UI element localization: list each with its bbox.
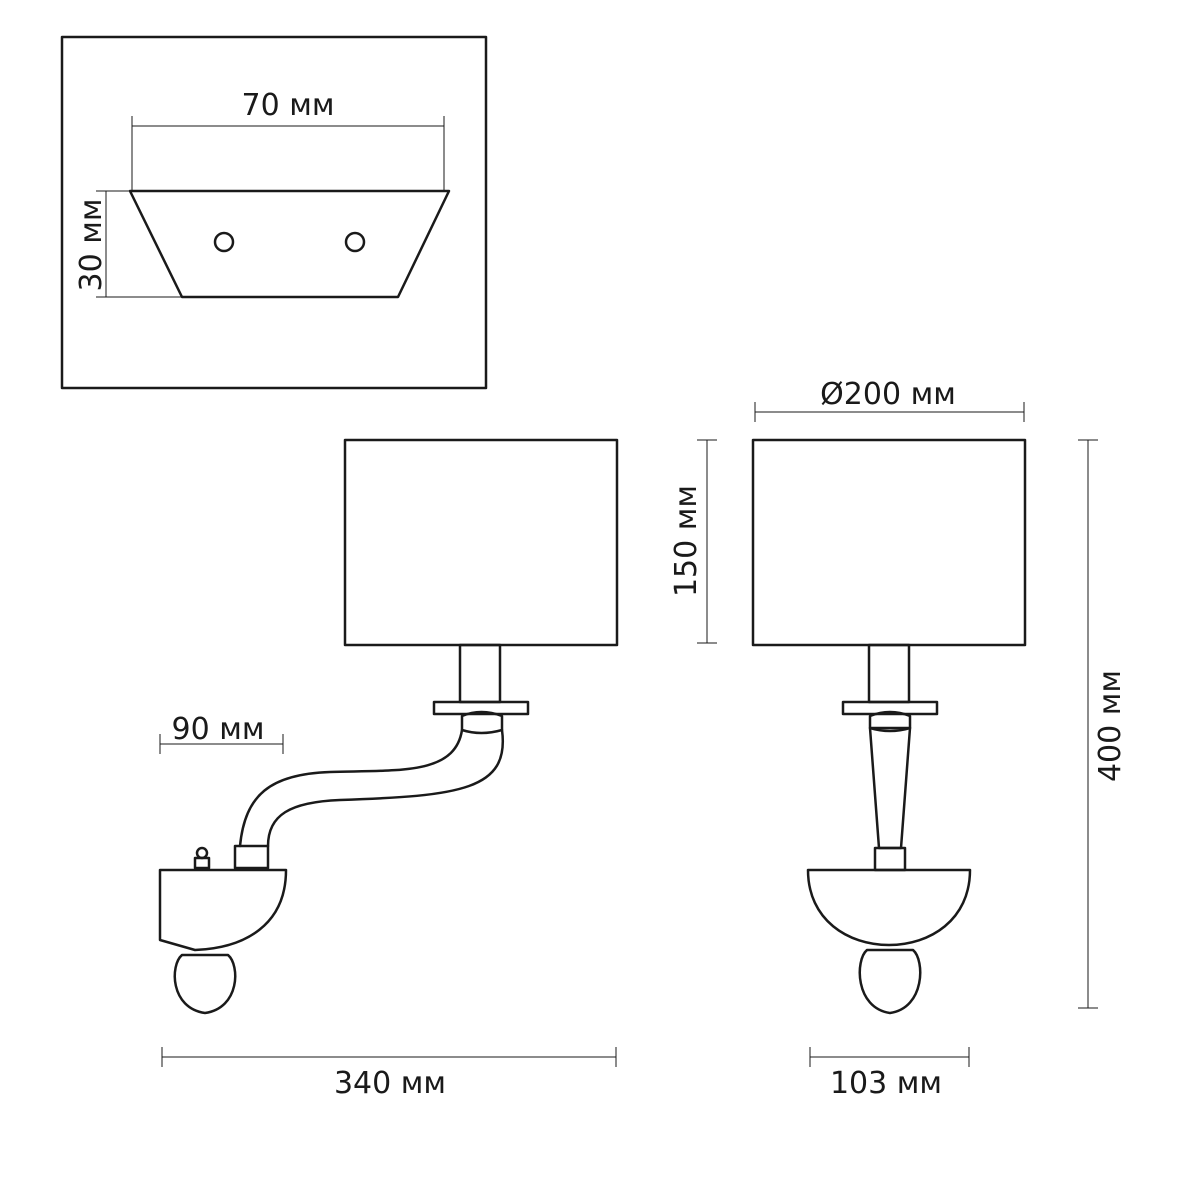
mount-plate-outline bbox=[128, 189, 451, 299]
shade-height-label: 150 мм bbox=[669, 485, 704, 597]
mount-width-label: 70 мм bbox=[242, 88, 335, 123]
front-column-collar bbox=[873, 846, 907, 872]
inset-frame bbox=[60, 35, 488, 390]
mount-height-dimension: 30 мм bbox=[74, 190, 182, 298]
shade-diameter-dimension: Ø200 мм bbox=[754, 377, 1025, 422]
total-depth-label: 340 мм bbox=[334, 1066, 446, 1101]
mount-plate-inset: 70 мм 30 мм bbox=[60, 35, 488, 390]
front-shade-stem bbox=[867, 643, 911, 704]
base-width-dimension: 103 мм bbox=[809, 1047, 970, 1101]
side-cup-plate bbox=[432, 700, 530, 716]
front-bowl-base bbox=[806, 868, 972, 947]
mount-screw-hole-left bbox=[213, 231, 235, 253]
front-cup-plate bbox=[841, 700, 939, 716]
front-tapered-column bbox=[868, 726, 912, 850]
shade-height-dimension: 150 мм bbox=[669, 439, 717, 644]
mount-screw-hole-right bbox=[344, 231, 366, 253]
arm-offset-dimension: 90 мм bbox=[159, 712, 284, 754]
shade-diameter-label: Ø200 мм bbox=[820, 377, 956, 412]
front-finial-ball bbox=[858, 948, 922, 1015]
lamp-front-view bbox=[751, 438, 1027, 1015]
lamp-side-view bbox=[158, 438, 619, 1015]
total-height-dimension: 400 мм bbox=[1078, 439, 1128, 1009]
side-curved-arm bbox=[238, 728, 505, 848]
switch-icon bbox=[193, 846, 211, 870]
side-arm-collar bbox=[233, 844, 270, 870]
side-wall-base bbox=[158, 868, 288, 952]
front-shade bbox=[751, 438, 1027, 647]
side-shade bbox=[343, 438, 619, 647]
arm-offset-label: 90 мм bbox=[172, 712, 265, 747]
side-shade-stem bbox=[458, 643, 502, 704]
mount-width-dimension: 70 мм bbox=[131, 88, 445, 190]
base-width-label: 103 мм bbox=[830, 1066, 942, 1101]
mount-height-label: 30 мм bbox=[74, 199, 109, 292]
total-depth-dimension: 340 мм bbox=[161, 1047, 617, 1101]
side-finial-ball bbox=[173, 953, 237, 1015]
total-height-label: 400 мм bbox=[1093, 670, 1128, 782]
